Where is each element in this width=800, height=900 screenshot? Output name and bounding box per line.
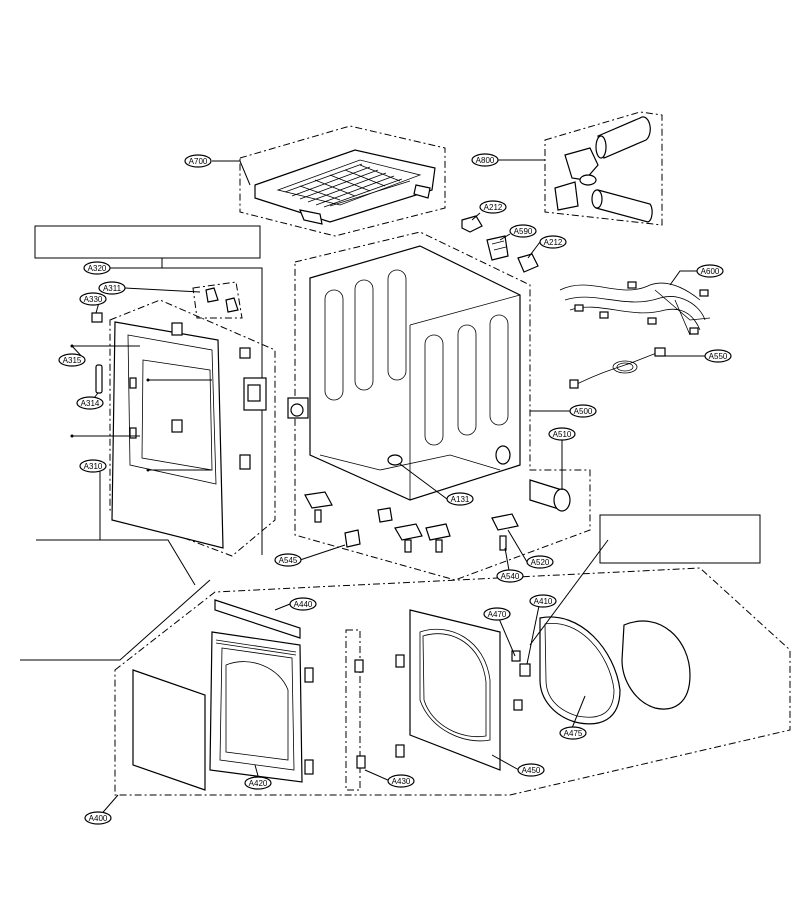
label-text: A440 bbox=[294, 600, 313, 609]
label-A540: A540 bbox=[496, 569, 524, 583]
label-A545: A545 bbox=[274, 553, 302, 567]
label-text: A320 bbox=[88, 264, 107, 273]
label-A590: A590 bbox=[509, 224, 537, 238]
label-A600: A600 bbox=[696, 264, 724, 278]
label-text: A314 bbox=[81, 399, 100, 408]
label-A800: A800 bbox=[471, 153, 499, 167]
wire-harness bbox=[559, 281, 711, 336]
label-A310: A310 bbox=[79, 459, 107, 473]
label-text: A131 bbox=[451, 495, 470, 504]
label-A400: A400 bbox=[84, 811, 112, 825]
label-text: A420 bbox=[249, 779, 268, 788]
label-text: A545 bbox=[279, 556, 298, 565]
top-panel-assembly bbox=[239, 125, 446, 237]
leveling-feet bbox=[304, 491, 519, 553]
label-text: A430 bbox=[392, 777, 411, 786]
label-text: A212 bbox=[484, 203, 503, 212]
cabinet-assembly bbox=[287, 231, 591, 581]
label-text: A310 bbox=[84, 462, 103, 471]
label-text: A550 bbox=[709, 352, 728, 361]
label-A700: A700 bbox=[184, 154, 212, 168]
label-A500: A500 bbox=[569, 404, 597, 418]
label-A440: A440 bbox=[289, 597, 317, 611]
label-text: A410 bbox=[534, 597, 553, 606]
label-text: A540 bbox=[501, 572, 520, 581]
label-A420: A420 bbox=[244, 776, 272, 790]
bracket-parts bbox=[461, 215, 539, 273]
front-panel-assembly bbox=[34, 225, 276, 557]
label-text: A520 bbox=[531, 558, 550, 567]
door-assembly bbox=[20, 514, 791, 796]
label-A470: A470 bbox=[483, 607, 511, 621]
label-text: A590 bbox=[514, 227, 533, 236]
label-A520: A520 bbox=[526, 555, 554, 569]
label-A320: A320 bbox=[83, 261, 111, 275]
label-A315: A315 bbox=[58, 353, 86, 367]
power-wire bbox=[569, 347, 666, 389]
label-text: A315 bbox=[63, 356, 82, 365]
duct-assembly bbox=[544, 111, 663, 226]
label-text: A450 bbox=[522, 766, 541, 775]
label-A410: A410 bbox=[529, 594, 557, 608]
label-A510: A510 bbox=[548, 427, 576, 441]
label-A131: A131 bbox=[446, 492, 474, 506]
label-text: A700 bbox=[189, 157, 208, 166]
label-A212-bottom: A212 bbox=[539, 235, 567, 249]
label-text: A470 bbox=[488, 610, 507, 619]
label-text: A800 bbox=[476, 156, 495, 165]
label-text: A400 bbox=[89, 814, 108, 823]
label-A450: A450 bbox=[517, 763, 545, 777]
label-A314: A314 bbox=[76, 396, 104, 410]
label-text: A330 bbox=[84, 295, 103, 304]
label-text: A510 bbox=[553, 430, 572, 439]
label-A475: A475 bbox=[559, 726, 587, 740]
label-text: A311 bbox=[103, 284, 122, 293]
label-A330: A330 bbox=[79, 292, 107, 306]
label-text: A600 bbox=[701, 267, 720, 276]
label-A430: A430 bbox=[387, 774, 415, 788]
label-A311: A311 bbox=[98, 281, 126, 295]
label-text: A212 bbox=[544, 238, 563, 247]
label-text: A500 bbox=[574, 407, 593, 416]
label-A212-top: A212 bbox=[479, 200, 507, 214]
label-text: A475 bbox=[564, 729, 583, 738]
label-A550: A550 bbox=[704, 349, 732, 363]
